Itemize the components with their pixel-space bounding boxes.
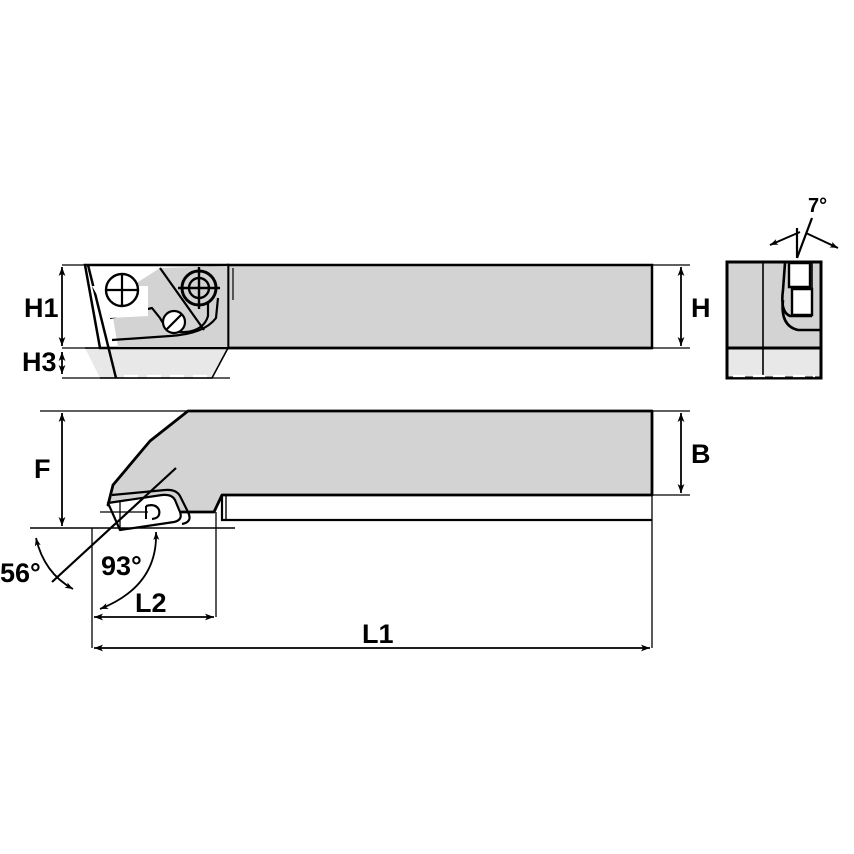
side-head-diagonal-rib bbox=[159, 267, 205, 331]
angle-7-arrow-left bbox=[769, 231, 801, 246]
dimension-l1: L1 bbox=[94, 619, 650, 652]
end-view-lower-band bbox=[725, 346, 823, 380]
angle-56-annotation: 56° bbox=[0, 537, 74, 590]
angle-93-label: 93° bbox=[101, 551, 142, 581]
dimension-h-label: H bbox=[691, 293, 711, 323]
end-elevation-view: 7° bbox=[725, 195, 839, 380]
dimension-h1: H1 bbox=[24, 264, 235, 349]
plan-view: F B 56° 93° L2 L1 bbox=[0, 409, 711, 652]
side-head-lower-band bbox=[85, 348, 228, 378]
side-small-slotted-screw-icon bbox=[161, 309, 187, 335]
dimension-h1-label: H1 bbox=[24, 293, 59, 323]
dimension-f-label: F bbox=[34, 454, 51, 484]
dimension-h: H bbox=[652, 264, 711, 349]
dimension-l1-label: L1 bbox=[362, 619, 394, 649]
end-view-insert-upper-pocket bbox=[787, 261, 812, 289]
angle-7-arrow-right bbox=[805, 232, 839, 249]
dimension-l2: L2 bbox=[94, 588, 214, 621]
angle-7-leader-line bbox=[795, 217, 814, 259]
side-insert-crosshair-icon bbox=[104, 272, 140, 308]
angle-7-label: 7° bbox=[808, 195, 827, 217]
angle-93-annotation: 93° bbox=[99, 531, 160, 610]
angle-93-arc bbox=[99, 531, 160, 610]
dimension-f: F bbox=[34, 410, 200, 526]
end-view-insert-relief-profile bbox=[781, 299, 820, 332]
angle-56-label: 56° bbox=[0, 558, 41, 588]
angle-56-arc bbox=[34, 537, 74, 590]
end-view-insert-lower-pocket bbox=[790, 287, 814, 317]
dimension-b-label: B bbox=[691, 439, 711, 469]
side-clamp-screw-crosshair-icon bbox=[178, 267, 220, 309]
angle-7-annotation: 7° bbox=[769, 195, 839, 259]
dimension-l2-label: L2 bbox=[135, 588, 167, 618]
plan-lower-step-edge bbox=[220, 495, 652, 522]
plan-insert-upper-outline bbox=[111, 488, 191, 526]
dimension-h3: H3 bbox=[22, 347, 230, 379]
side-elevation-view: H1 H3 H bbox=[22, 263, 711, 379]
dimension-b: B bbox=[652, 410, 711, 496]
side-shank-body bbox=[226, 263, 654, 350]
plan-body-outline bbox=[106, 409, 654, 514]
side-head-front-face-line bbox=[86, 264, 118, 379]
side-clamp-underside-curve bbox=[111, 297, 220, 342]
dimension-h3-label: H3 bbox=[22, 347, 57, 377]
